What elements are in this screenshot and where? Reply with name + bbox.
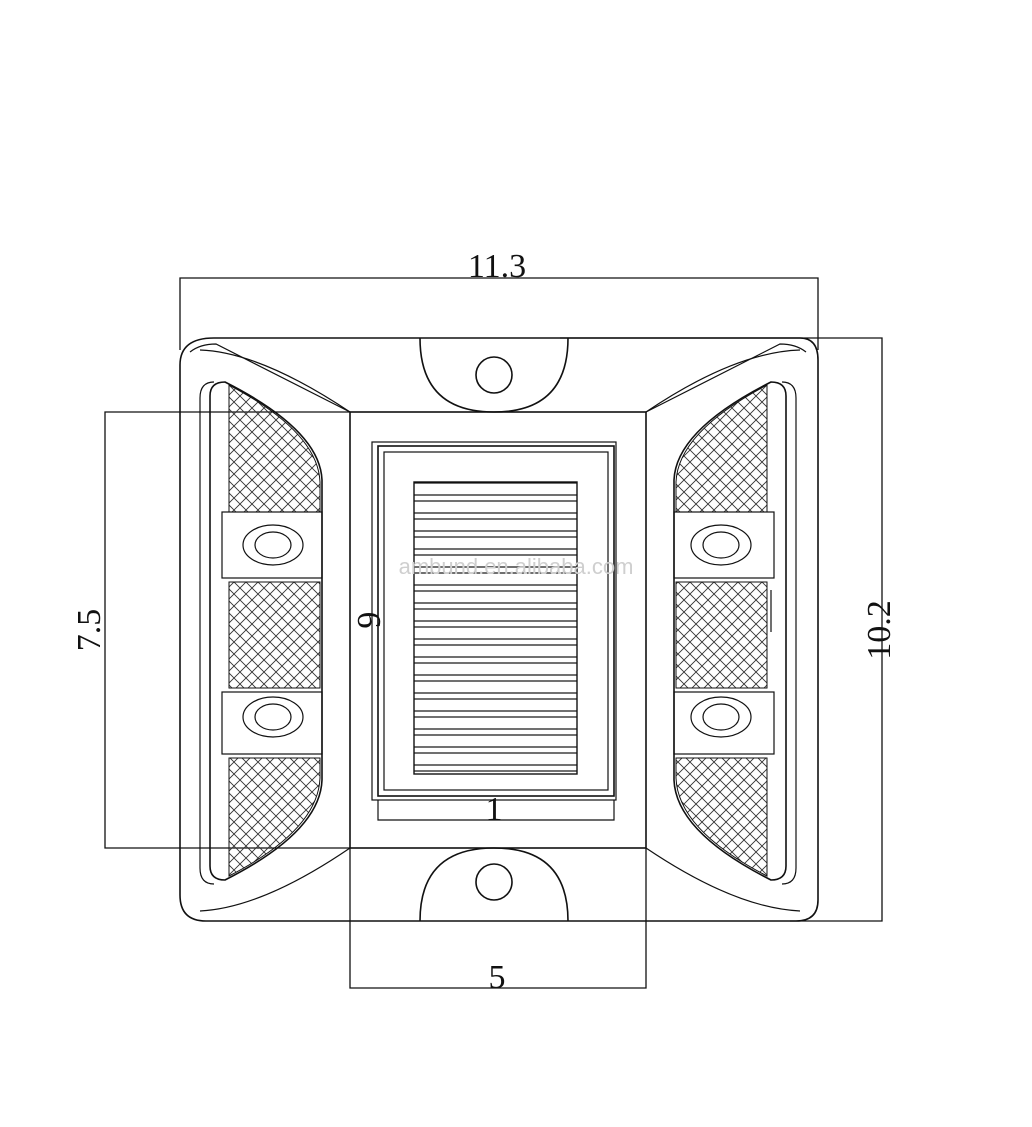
dimension-reflector-span: 7.5 [71,411,350,849]
led-upper-right-icon [690,524,752,566]
mounting-lug-top [419,337,569,413]
overall-width-label: 11.3 [468,248,526,285]
panel-height-label: 6 [350,612,387,629]
dimension-overall-width: 11.3 [179,248,819,350]
led-upper-left-icon [242,524,304,566]
led-lower-left-icon [242,696,304,738]
dimension-base-width: 5 [349,848,647,996]
solar-cells [413,481,578,775]
reflector-span-label: 7.5 [71,609,108,652]
mounting-lug-bottom [419,847,569,922]
reflector-right [673,381,797,885]
base-width-label: 5 [489,959,506,996]
reflector-left [199,381,323,885]
panel-detail-label: 1 [486,791,503,828]
watermark-text: ambund.en.alibaba.com [399,554,634,579]
overall-height-label: 10.2 [861,600,898,660]
led-lower-right-icon [690,696,752,738]
solar-panel: 1 6 [350,441,617,828]
bolt-hole-bottom-icon [475,863,513,901]
bolt-hole-top-icon [475,356,513,394]
